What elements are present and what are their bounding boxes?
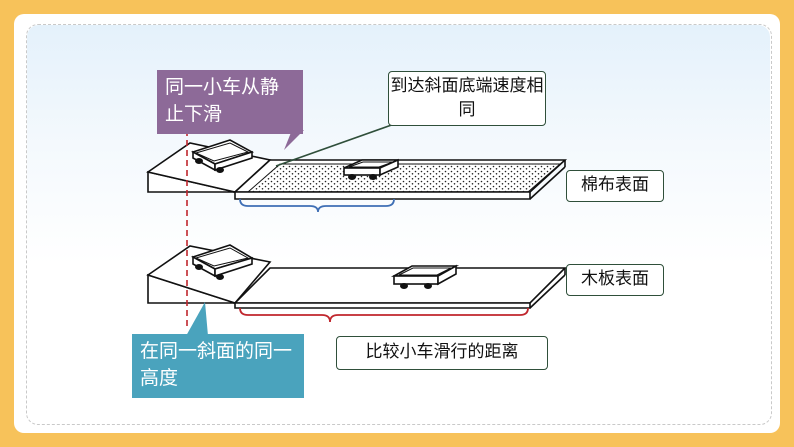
red-brace — [239, 307, 529, 323]
car-top-slope — [190, 139, 255, 173]
car-bottom-slope — [190, 244, 254, 280]
cloth-surface-label: 棉布表面 — [566, 170, 664, 202]
same-speed-label: 到达斜面底端速度相同 — [388, 71, 546, 126]
same-height-callout: 在同一斜面的同一高度 — [132, 334, 304, 398]
cloth-texture — [246, 163, 562, 193]
blue-brace — [239, 198, 395, 213]
cloth-track — [146, 142, 568, 200]
compare-distance-label: 比较小车滑行的距离 — [336, 336, 548, 370]
teal-callout-pointer — [186, 302, 208, 336]
same-speed-pointer — [275, 121, 401, 167]
same-car-callout: 同一小车从静止下滑 — [157, 70, 303, 134]
dashed-border — [26, 24, 772, 425]
wood-surface-label: 木板表面 — [566, 264, 664, 296]
car-on-cloth — [343, 158, 399, 180]
purple-callout-pointer — [284, 130, 304, 150]
wood-track — [146, 245, 567, 309]
car-on-wood — [390, 264, 460, 289]
